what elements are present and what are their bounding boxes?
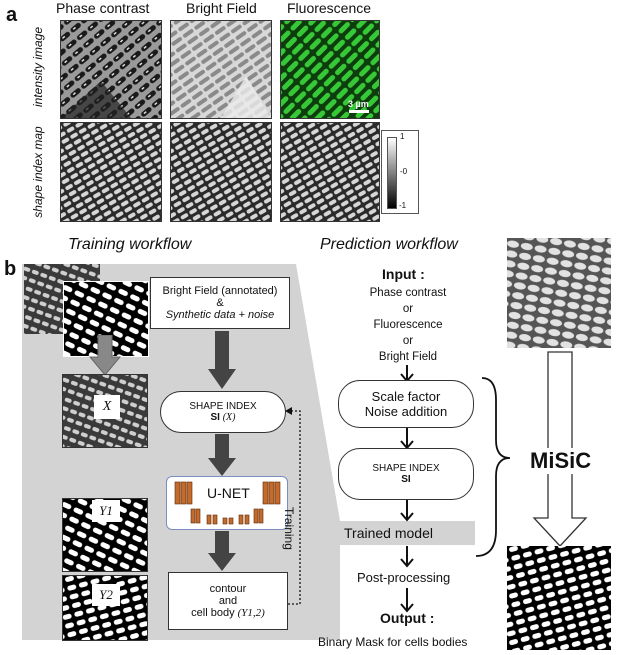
training-output-line3: cell body: [191, 607, 235, 619]
scalebar-label: 3 µm: [348, 99, 369, 109]
input-option-bright: Bright Field: [378, 351, 438, 363]
output-title: Output :: [380, 610, 435, 626]
y1-label: Y1: [92, 500, 120, 522]
colorbar-tick-bottom: -1: [399, 201, 407, 210]
colorbar-tick-top: 1: [400, 132, 405, 141]
colorbar-tick-mid: -0: [400, 167, 408, 176]
training-si-line1: SHAPE INDEX: [189, 401, 257, 412]
phase-contrast-image: [60, 20, 162, 119]
misic-label: MiSiC: [528, 448, 594, 474]
down-arrow-2: [208, 434, 236, 476]
down-arrow-1: [208, 331, 236, 389]
input-option-or1: or: [402, 303, 414, 315]
bright-shape-index-map: [170, 122, 272, 222]
training-output-line2: and: [218, 595, 238, 607]
pred-si-line1: SHAPE INDEX: [372, 463, 440, 474]
raw-input-image: [507, 238, 611, 348]
bright-field-image: [170, 20, 272, 119]
fluorescence-image: [280, 20, 380, 119]
unet-label: U-NET: [207, 485, 250, 501]
training-si-bold: SI: [210, 412, 220, 423]
training-input-line2: &: [216, 297, 224, 309]
prediction-shape-index-box: SHAPE INDEX SI: [338, 448, 474, 500]
output-description: Binary Mask for cells bodies: [318, 635, 468, 649]
training-shape-index-box: SHAPE INDEX SI (X): [160, 391, 286, 433]
x-label: X: [94, 395, 120, 419]
down-arrow-3: [208, 531, 236, 571]
training-input-line3: Synthetic data + noise: [165, 309, 275, 321]
unet-blocks-icon: [174, 481, 281, 525]
input-option-phase: Phase contrast: [369, 287, 447, 299]
synthetic-image-front: [63, 281, 149, 357]
binary-mask-output-image: [507, 546, 611, 650]
fluor-shape-index-map: [280, 122, 380, 222]
training-input-line1: Bright Field (annotated): [162, 285, 278, 297]
scale-line1: Scale factor: [371, 389, 441, 404]
input-title: Input :: [382, 266, 425, 282]
training-output-box: contour and cell body (Y1,2): [168, 572, 288, 630]
trained-model-label: Trained model: [344, 525, 433, 541]
pred-si-bold: SI: [401, 474, 411, 485]
training-si-italic: (X): [222, 412, 236, 423]
input-option-fluor: Fluorescence: [373, 319, 443, 331]
colorbar-gradient: [387, 137, 397, 209]
column-title-bright: Bright Field: [186, 0, 257, 16]
training-workflow-title: Training workflow: [68, 236, 192, 253]
post-processing-label: Post-processing: [357, 570, 451, 585]
scale-line2: Noise addition: [364, 404, 448, 419]
training-input-box: Bright Field (annotated) & Synthetic dat…: [150, 277, 290, 329]
column-title-fluor: Fluorescence: [287, 0, 372, 16]
down-arrow-left: [88, 335, 122, 376]
column-title-phase: Phase contrast: [56, 0, 150, 16]
input-option-or2: or: [402, 335, 414, 347]
scale-noise-box: Scale factor Noise addition: [338, 380, 474, 428]
prediction-workflow-title: Prediction workflow: [320, 236, 458, 253]
phase-shape-index-map: [60, 122, 162, 222]
training-output-italic: (Y1,2): [237, 607, 265, 619]
unet-box: U-NET: [166, 476, 288, 530]
panel-a-label: a: [6, 4, 18, 26]
input-options: Phase contrast or Fluorescence or Bright…: [338, 285, 478, 365]
panel-b-label: b: [4, 258, 17, 280]
y2-label: Y2: [92, 584, 120, 606]
training-output-line1: contour: [209, 583, 247, 595]
